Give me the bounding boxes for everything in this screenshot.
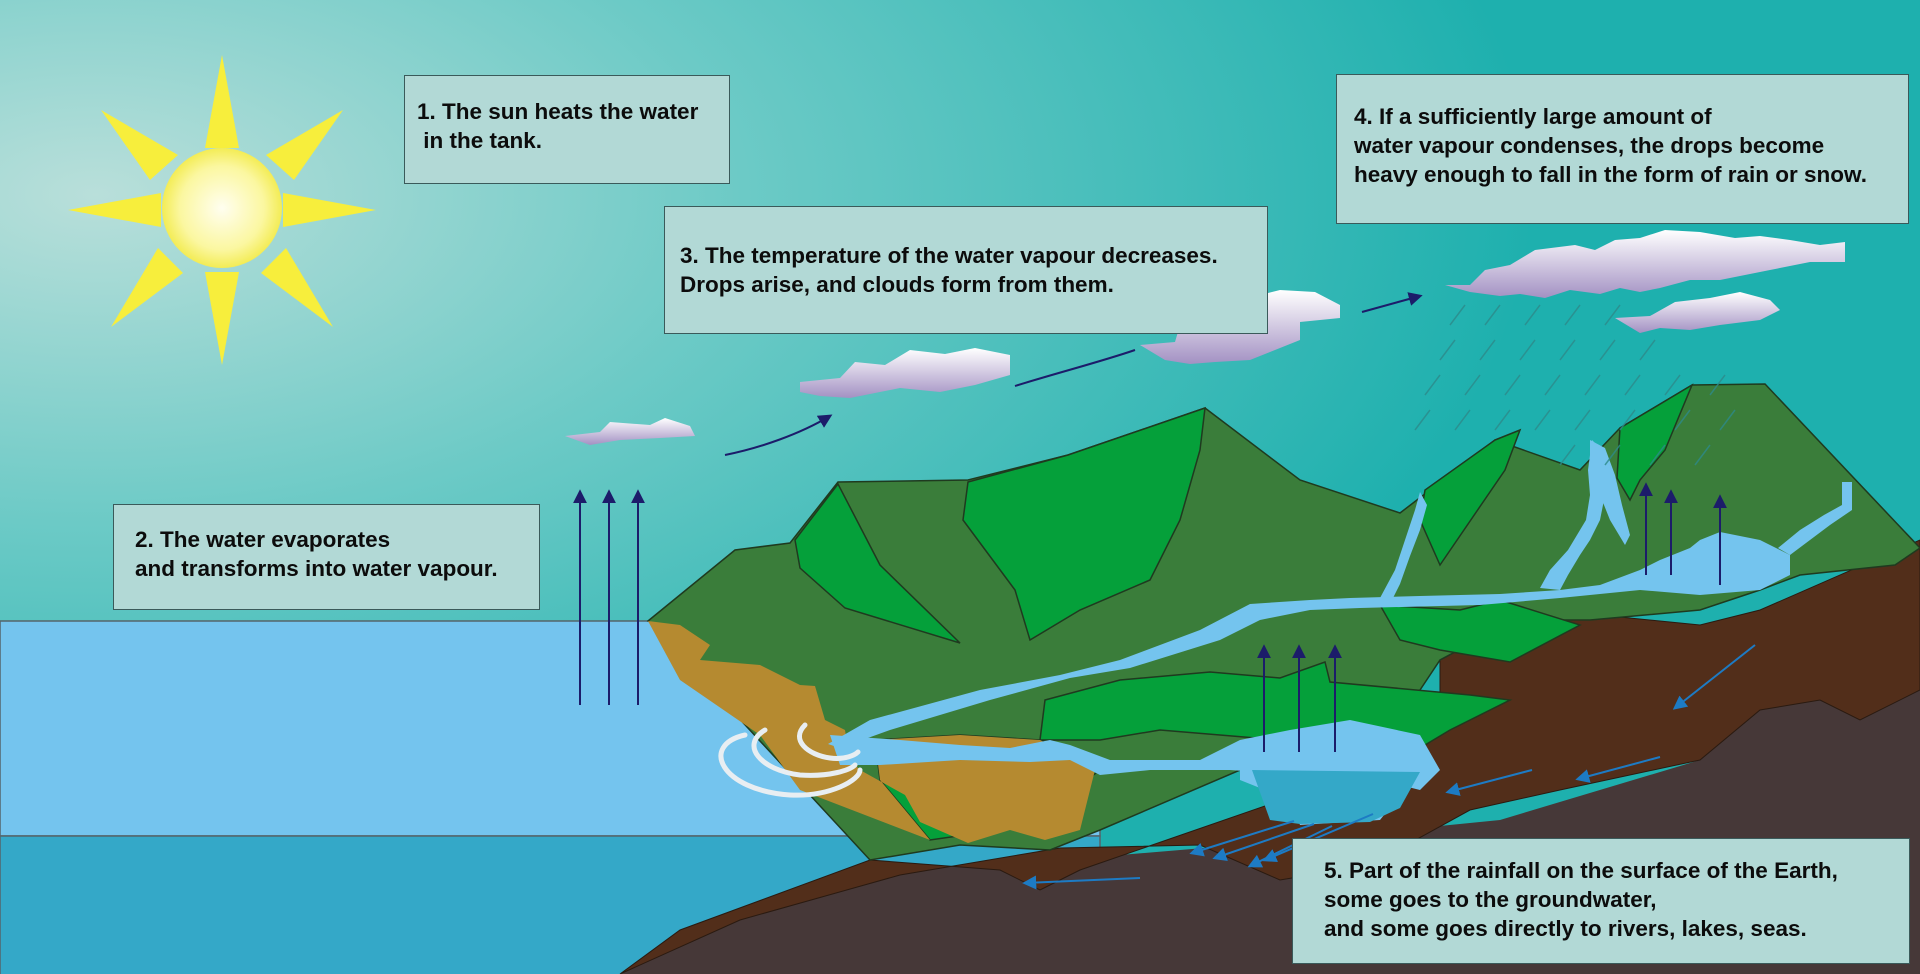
lake	[1252, 770, 1420, 824]
callout-sun-heats: 1. The sun heats the water in the tank.	[404, 75, 730, 184]
callout-precipitation: 4. If a sufficiently large amount of wat…	[1336, 74, 1909, 224]
callout-text-line: 2. The water evaporates	[135, 527, 391, 552]
soil	[619, 539, 1920, 974]
callout-evaporation: 2. The water evaporates and transforms i…	[113, 504, 540, 610]
estuary-swirl	[718, 722, 863, 798]
callout-text-line: water vapour condenses, the drops become	[1354, 133, 1825, 158]
callout-text-line: 3. The temperature of the water vapour d…	[680, 243, 1218, 268]
callout-text-line: heavy enough to fall in the form of rain…	[1354, 162, 1867, 187]
callout-text-line: 5. Part of the rainfall on the surface o…	[1324, 858, 1838, 883]
callout-text-line: and some goes directly to rivers, lakes,…	[1324, 916, 1807, 941]
sun-icon	[68, 55, 376, 365]
groundwater-arrows	[1022, 644, 1756, 890]
callout-text-line: some goes to the groundwater,	[1324, 887, 1657, 912]
rain-streaks	[1414, 304, 1736, 466]
callout-text-line: 1. The sun heats the water	[417, 99, 699, 124]
callout-groundwater: 5. Part of the rainfall on the surface o…	[1292, 838, 1910, 964]
evaporation-arrows	[573, 482, 1727, 752]
callout-text-line: in the tank.	[417, 128, 543, 153]
callout-text-line: and transforms into water vapour.	[135, 556, 498, 581]
vapour-flow-arrows	[724, 292, 1423, 456]
callout-text-line: 4. If a sufficiently large amount of	[1354, 104, 1712, 129]
callout-condensation: 3. The temperature of the water vapour d…	[664, 206, 1268, 334]
beach	[648, 621, 1095, 843]
callout-text-line: Drops arise, and clouds form from them.	[680, 272, 1114, 297]
